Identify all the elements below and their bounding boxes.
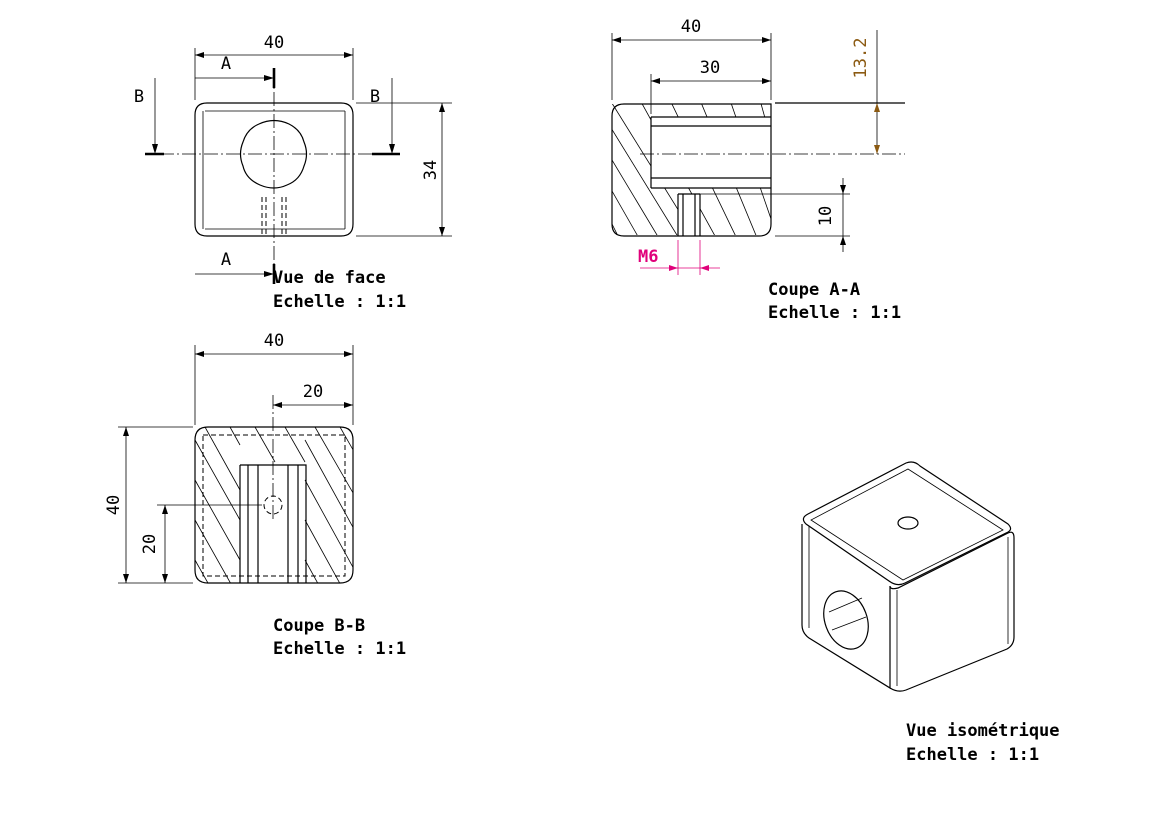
front-view-scale: Echelle : 1:1: [273, 292, 406, 312]
front-view-title: Vue de face: [273, 268, 386, 288]
front-section-b-label-left: B: [134, 87, 144, 107]
section-aa-inner-dim: 30: [700, 58, 720, 78]
section-aa-thread-note: M6: [638, 247, 658, 267]
section-aa-offset-dim: 13.2: [851, 38, 871, 79]
iso-top-hole: [897, 516, 919, 530]
section-bb-scale: Echelle : 1:1: [273, 639, 406, 659]
section-aa-depth-dim: 10: [816, 206, 836, 226]
front-threaded-hole: [261, 197, 287, 236]
section-bb-outline: [194, 426, 354, 584]
front-section-a-label-bottom: A: [221, 250, 231, 270]
iso-view-title: Vue isométrique: [906, 721, 1060, 741]
section-aa-scale: Echelle : 1:1: [768, 303, 901, 323]
section-aa-outline: [611, 103, 772, 237]
front-section-b-label-right: B: [370, 87, 380, 107]
front-bore: [239, 119, 308, 189]
isometric-view: Vue isométrique Echelle : 1:1: [801, 461, 1060, 765]
iso-left-face: [801, 524, 891, 690]
front-chamfer-outline: [202, 110, 346, 230]
front-outline: [194, 102, 354, 237]
section-bb: 40 20 40 20 Coupe B-B Echelle : 1:1: [104, 331, 406, 659]
section-bb-half-dim: 20: [303, 382, 323, 402]
front-height-dim: 34: [421, 160, 441, 180]
section-aa-title: Coupe A-A: [768, 280, 860, 300]
iso-right-face: [889, 531, 1015, 692]
section-bb-height-dim: 40: [104, 495, 124, 515]
section-aa-bore-void: [651, 117, 771, 188]
front-width-dim: 40: [264, 33, 284, 53]
iso-view-scale: Echelle : 1:1: [906, 745, 1039, 765]
section-bb-width-dim: 40: [264, 331, 284, 351]
section-bb-hole-height-dim: 20: [140, 534, 160, 554]
iso-top-face: [802, 461, 1012, 586]
section-aa: 40 30 13.2 10 M6 Coupe A-A Echelle : 1:1: [611, 17, 905, 323]
section-bb-title: Coupe B-B: [273, 616, 365, 636]
front-section-a-label-top: A: [221, 54, 231, 74]
section-aa-width-dim: 40: [681, 17, 701, 37]
front-view: 40 34 A A B B Vue de face Echelle : 1:1: [134, 33, 452, 312]
iso-side-bore: [823, 590, 869, 650]
